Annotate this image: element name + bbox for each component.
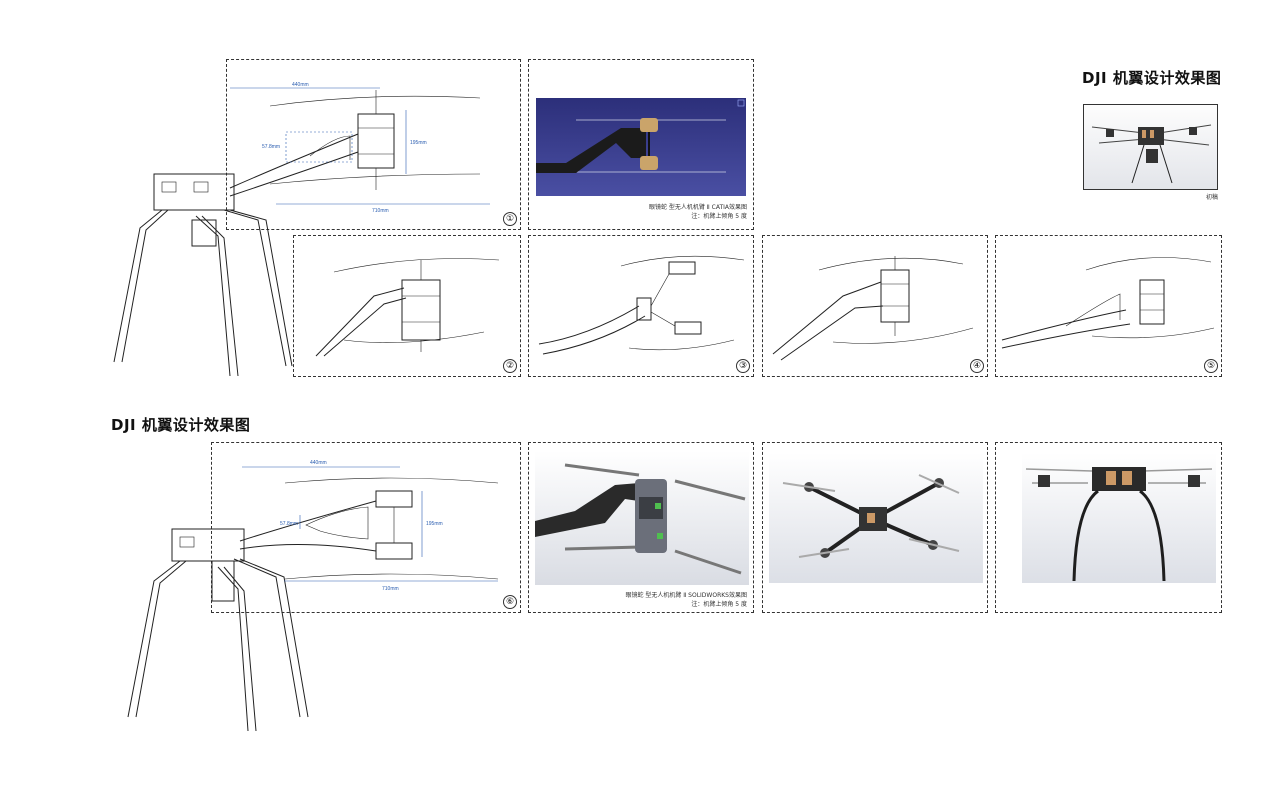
panel-4-sketch — [772, 256, 974, 361]
solidworks-arm — [535, 463, 746, 575]
panel-number: ② — [503, 359, 517, 373]
dimension-440-bottom: 440mm — [310, 460, 327, 466]
quad-front-view — [1025, 467, 1213, 582]
thumbnail-drone — [1091, 124, 1212, 184]
dimension-57-bottom: 57.8mm — [280, 521, 298, 527]
panel-1: ① — [226, 59, 521, 230]
solidworks-caption-line1: 眼镜蛇 型无人机机臂 Ⅱ SOLIDWORKS效果图 — [625, 592, 747, 599]
dimension-195-top: 195mm — [410, 140, 427, 146]
panel-3-sketch — [538, 255, 745, 355]
catia-render — [536, 98, 746, 196]
panel-6: ⑥ — [211, 442, 521, 613]
panel-2: ② — [293, 235, 521, 377]
catia-caption-line1: 眼镜蛇 型无人机机臂 Ⅱ CATIA效果图 — [648, 204, 747, 211]
panel-4: ④ — [762, 235, 988, 377]
dimension-57-top: 57.8mm — [262, 144, 280, 150]
middle-left-title: DJI 机翼设计效果图 — [111, 416, 251, 434]
panel-number: ⑥ — [503, 595, 517, 609]
panel-render-front-view — [995, 442, 1222, 613]
panel-render-top-view — [762, 442, 988, 613]
solidworks-render — [535, 451, 749, 585]
dimension-440-top: 440mm — [292, 82, 309, 88]
top-drone-drawing: 440mm 57.8mm 195mm 710mm — [113, 82, 490, 377]
thumbnail-label: 初稿 — [1205, 194, 1218, 201]
top-right-title: DJI 机翼设计效果图 — [1082, 69, 1222, 87]
render-front-view — [1022, 453, 1216, 583]
solidworks-caption-line2: 注：机臂上倾角 5 度 — [691, 601, 747, 608]
render-top-view — [769, 453, 983, 583]
panel-solidworks: 眼镜蛇 型无人机机臂 Ⅱ SOLIDWORKS效果图 注：机臂上倾角 5 度 — [528, 442, 754, 613]
panel-number: ① — [503, 212, 517, 226]
dimension-195-bottom: 195mm — [426, 521, 443, 527]
catia-caption-line2: 注：机臂上倾角 5 度 — [691, 213, 747, 220]
panel-3: ③ — [528, 235, 754, 377]
panel-5-sketch — [1001, 257, 1215, 349]
panel-2-sketch — [315, 258, 500, 357]
panel-5: ⑤ — [995, 235, 1222, 377]
quad-top-view — [782, 474, 960, 558]
bottom-drone-drawing: 440mm 57.8mm 195mm 710mm — [127, 460, 499, 732]
dimension-710-top: 710mm — [372, 208, 389, 214]
panel-number: ③ — [736, 359, 750, 373]
dimension-710-bottom: 710mm — [382, 586, 399, 592]
panel-number: ⑤ — [1204, 359, 1218, 373]
panel-catia: 眼镜蛇 型无人机机臂 Ⅱ CATIA效果图 注：机臂上倾角 5 度 — [528, 59, 754, 230]
catia-arm — [536, 99, 745, 173]
thumbnail-render — [1083, 104, 1218, 190]
panel-number: ④ — [970, 359, 984, 373]
